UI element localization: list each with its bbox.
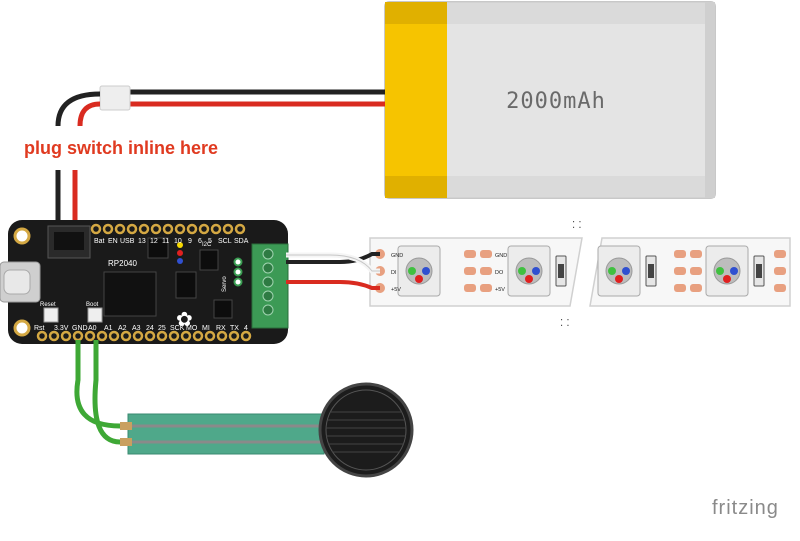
pin-label-gnd: GND bbox=[72, 325, 88, 332]
sensor-wires bbox=[74, 340, 121, 445]
pin-label-mi: MI bbox=[202, 325, 210, 332]
pin-label-a3: A3 bbox=[132, 325, 141, 332]
pin-label-25: 25 bbox=[158, 325, 166, 332]
neopixel-strip: ⁚ ⁚ ⁚ ⁚ bbox=[369, 220, 791, 329]
pin-label-en: EN bbox=[108, 238, 118, 245]
svg-text:⁚ ⁚: ⁚ ⁚ bbox=[560, 318, 570, 329]
led-pixel bbox=[397, 245, 441, 297]
pin-label-rst: Rst bbox=[34, 325, 45, 332]
pin-label-12: 12 bbox=[150, 238, 158, 245]
switch-annotation: plug switch inline here bbox=[24, 138, 218, 158]
pin-label-9: 9 bbox=[188, 238, 192, 245]
pin-label-bat: Bat bbox=[94, 238, 105, 245]
pin-label-6: 6 bbox=[198, 238, 202, 245]
pin-label-sck: SCK bbox=[170, 325, 185, 332]
adafruit-star-icon: ✿ bbox=[176, 307, 193, 331]
fritzing-logo-text: fritzing bbox=[712, 497, 779, 519]
pin-label-rx: RX bbox=[216, 325, 226, 332]
servo-label: Servo bbox=[222, 276, 228, 292]
pin-label-3v3: 3.3V bbox=[54, 325, 69, 332]
pin-label-mo: MO bbox=[186, 325, 198, 332]
pin-label-10: 10 bbox=[174, 238, 182, 245]
pin-label-5: 5 bbox=[208, 238, 212, 245]
strip-pad-label-gnd: GND bbox=[391, 253, 403, 259]
led-pixel bbox=[705, 245, 749, 297]
boot-button[interactable] bbox=[87, 307, 103, 323]
pin-label-scl: SCL bbox=[218, 238, 232, 245]
pin-label-usb: USB bbox=[120, 238, 135, 245]
pin-label-a0: A0 bbox=[88, 325, 97, 332]
jst-connector bbox=[99, 85, 131, 111]
led-pixel bbox=[507, 245, 551, 297]
boot-button-label: Boot bbox=[86, 302, 99, 308]
pin-label-4: 4 bbox=[244, 325, 248, 332]
strip-pad-label-do: DO bbox=[495, 270, 504, 276]
rp2040-chip bbox=[103, 271, 157, 317]
strip-wires bbox=[286, 252, 380, 290]
pin-label-11: 11 bbox=[162, 238, 169, 245]
strip-pad-label-gnd-out: GND bbox=[495, 253, 507, 259]
force-sensor-pad bbox=[318, 382, 414, 478]
pin-label-13: 13 bbox=[138, 238, 146, 245]
strip-pad-label-5v: +5V bbox=[391, 287, 401, 293]
battery-leads bbox=[55, 85, 385, 127]
led-pixel bbox=[597, 245, 641, 297]
pin-label-a2: A2 bbox=[118, 325, 127, 332]
battery-capacity-label: 2000mAh bbox=[506, 89, 606, 114]
pin-label-tx: TX bbox=[230, 325, 239, 332]
pin-label-a1: A1 bbox=[104, 325, 113, 332]
i2c-label: I2C bbox=[202, 242, 212, 248]
pin-label-sda: SDA bbox=[234, 238, 249, 245]
reset-button[interactable] bbox=[43, 307, 59, 323]
svg-text:⁚ ⁚: ⁚ ⁚ bbox=[572, 220, 582, 231]
strip-pad-label-di: DI bbox=[391, 270, 397, 276]
pin-label-24: 24 bbox=[146, 325, 154, 332]
lipo-battery: 2000mAh bbox=[384, 1, 716, 199]
strip-pad-label-5v-out: +5V bbox=[495, 287, 505, 293]
force-sensor bbox=[120, 382, 414, 478]
chip-label: RP2040 bbox=[108, 259, 137, 268]
feather-rp2040-board: RP2040 ✿ Reset Boot bbox=[0, 220, 289, 344]
reset-button-label: Reset bbox=[40, 302, 56, 308]
